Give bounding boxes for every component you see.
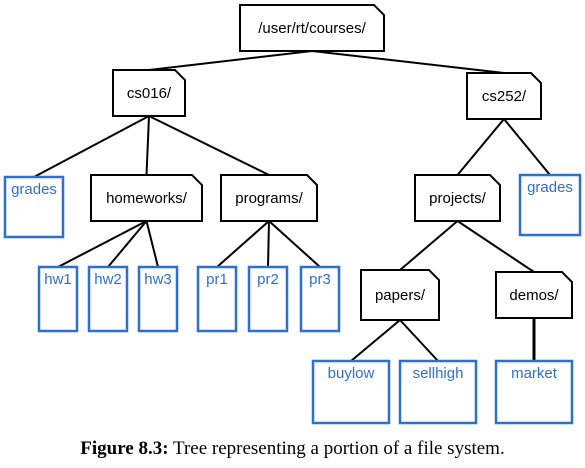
file-label: market [511,365,558,382]
file-system-tree: /user/rt/courses/cs016/cs252/grades homew… [3,4,582,425]
edge-homeworks-to-hw3 [145,220,159,268]
edge-cs016-to-grades1 [33,115,150,178]
file-label: hw2 [94,271,122,288]
directory-label: projects/ [429,190,487,207]
edge-projects-to-papers [399,220,459,271]
edge-cs252-to-projects [456,118,505,176]
edge-cs016-to-programs [148,115,270,176]
edge-courses-to-cs252 [311,50,505,74]
directory-label: papers/ [375,287,426,304]
directory-label: cs252/ [482,88,527,105]
file-node-grades1: grades [3,175,65,239]
edge-programs-to-pr1 [216,220,270,268]
file-label: pr1 [206,271,228,288]
directory-node-papers: papers/ [360,269,440,321]
file-node-market: market [494,359,574,425]
file-box [247,265,289,333]
file-label: pr2 [257,271,279,288]
edge-courses-to-cs016 [148,50,313,71]
file-box [87,265,129,333]
file-label: hw3 [144,271,172,288]
directory-box [360,269,440,321]
file-box [3,175,65,239]
file-label: grades [527,179,573,196]
tree-nodes: /user/rt/courses/cs016/cs252/grades homew… [3,4,582,425]
file-box [137,265,179,333]
file-label: buylow [328,365,375,382]
directory-label: /user/rt/courses/ [258,20,366,37]
directory-label: homeworks/ [106,190,188,207]
edge-cs252-to-grades2 [503,118,551,176]
directory-box [112,69,186,117]
file-node-grades2: grades [518,173,582,237]
directory-box [466,72,542,120]
file-box [518,173,582,237]
directory-node-demos: demos/ [495,271,573,319]
file-box [398,359,478,425]
edge-papers-to-buylow [350,319,401,362]
directory-label: programs/ [235,190,303,207]
file-box [196,265,238,333]
file-box [494,359,574,425]
directory-node-homeworks: homeworks/ [90,174,203,222]
edge-papers-to-sellhigh [399,319,439,362]
directory-node-projects: projects/ [414,174,501,222]
file-label: pr3 [309,271,331,288]
directory-label: cs016/ [127,85,172,102]
figure-caption: Figure 8.3: Tree representing a portion … [0,437,585,461]
edge-homeworks-to-hw2 [107,220,148,268]
directory-node-programs: programs/ [220,174,318,222]
edge-homeworks-to-hw1 [57,220,147,268]
file-node-sellhigh: sellhigh [398,359,478,425]
file-node-hw3: hw3 [137,265,179,333]
file-node-pr1: pr1 [196,265,238,333]
figure-caption-text: Tree representing a portion of a file sy… [173,438,505,459]
file-box [37,265,79,333]
file-label: grades [11,181,57,198]
file-node-buylow: buylow [311,359,391,425]
file-label: sellhigh [413,365,464,382]
directory-box [220,174,318,222]
file-node-pr2: pr2 [247,265,289,333]
file-node-hw2: hw2 [87,265,129,333]
directory-node-cs016: cs016/ [112,69,186,117]
edge-programs-to-pr2 [267,220,270,268]
directory-node-cs252: cs252/ [466,72,542,120]
directory-box [90,174,203,222]
file-node-hw1: hw1 [37,265,79,333]
tree-edges [33,50,551,362]
edge-projects-to-demos [456,220,535,273]
file-node-pr3: pr3 [299,265,341,333]
file-label: hw1 [44,271,72,288]
directory-node-courses: /user/rt/courses/ [239,4,385,52]
directory-label: demos/ [509,287,559,304]
directory-box [495,271,573,319]
file-box [299,265,341,333]
directory-box [414,174,501,222]
edge-programs-to-pr3 [268,220,321,268]
edge-cs016-to-homeworks [145,115,150,176]
figure-caption-label: Figure 8.3: [80,438,169,459]
file-box [311,359,391,425]
directory-box [239,4,385,52]
